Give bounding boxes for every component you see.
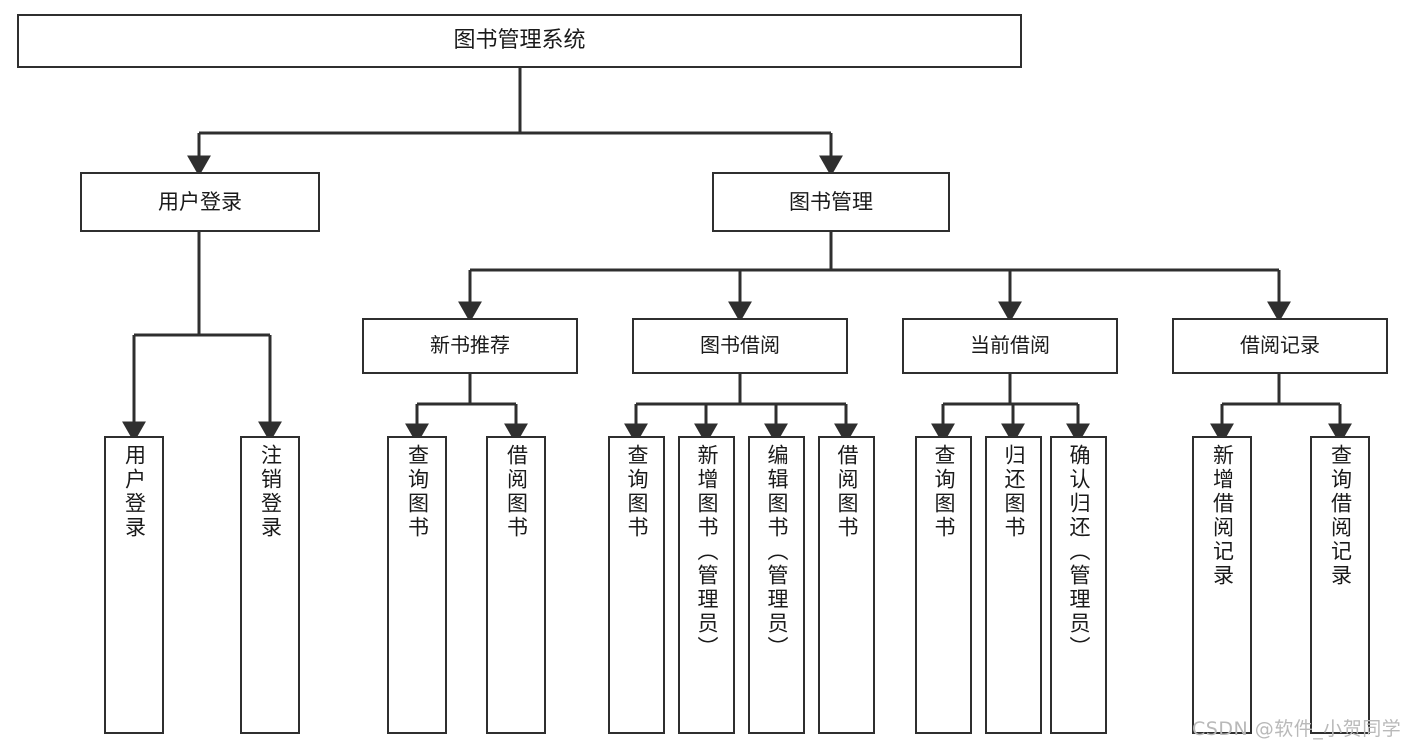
leaf-bookborrow-query-book[interactable]: 查询图书 [608, 436, 665, 734]
leaf-borrowrecord-add-record-label: 新增借阅记录 [1210, 444, 1235, 588]
leaf-bookborrow-add-book-label: 新增图书（管理员） [695, 444, 719, 660]
leaf-currentborrow-query-book-label: 查询图书 [932, 444, 956, 540]
leaf-bookborrow-query-book-label: 查询图书 [625, 444, 649, 540]
node-root-label: 图书管理系统 [453, 28, 586, 54]
leaf-bookborrow-borrow-book[interactable]: 借阅图书 [818, 436, 875, 734]
node-book-borrow-label: 图书借阅 [700, 333, 780, 358]
leaf-newbook-borrow-book[interactable]: 借阅图书 [486, 436, 546, 734]
node-current-borrow-label: 当前借阅 [970, 333, 1050, 358]
leaf-user-login-label: 用户登录 [122, 444, 147, 540]
node-root[interactable]: 图书管理系统 [17, 14, 1022, 68]
leaf-bookborrow-borrow-book-label: 借阅图书 [835, 444, 859, 540]
leaf-bookborrow-edit-book-label: 编辑图书（管理员） [765, 444, 789, 660]
leaf-currentborrow-return-book-label: 归还图书 [1002, 444, 1026, 540]
leaf-borrowrecord-query-record[interactable]: 查询借阅记录 [1310, 436, 1370, 734]
leaf-user-login[interactable]: 用户登录 [104, 436, 164, 734]
node-book-management-label: 图书管理 [789, 189, 873, 214]
leaf-currentborrow-confirm-return-label: 确认归还（管理员） [1067, 444, 1091, 660]
leaf-bookborrow-add-book[interactable]: 新增图书（管理员） [678, 436, 735, 734]
node-borrow-record[interactable]: 借阅记录 [1172, 318, 1388, 374]
node-borrow-record-label: 借阅记录 [1240, 333, 1320, 358]
node-book-management[interactable]: 图书管理 [712, 172, 950, 232]
leaf-currentborrow-return-book[interactable]: 归还图书 [985, 436, 1042, 734]
leaf-newbook-borrow-book-label: 借阅图书 [504, 444, 529, 540]
leaf-bookborrow-edit-book[interactable]: 编辑图书（管理员） [748, 436, 805, 734]
node-user-login[interactable]: 用户登录 [80, 172, 320, 232]
leaf-newbook-query-book[interactable]: 查询图书 [387, 436, 447, 734]
leaf-logout[interactable]: 注销登录 [240, 436, 300, 734]
leaf-borrowrecord-add-record[interactable]: 新增借阅记录 [1192, 436, 1252, 734]
leaf-currentborrow-query-book[interactable]: 查询图书 [915, 436, 972, 734]
leaf-currentborrow-confirm-return[interactable]: 确认归还（管理员） [1050, 436, 1107, 734]
leaf-borrowrecord-query-record-label: 查询借阅记录 [1328, 444, 1353, 588]
node-book-borrow[interactable]: 图书借阅 [632, 318, 848, 374]
watermark: CSDN @软件_小贺同学 [1192, 718, 1402, 740]
node-new-book-recommend-label: 新书推荐 [430, 333, 510, 358]
leaf-logout-label: 注销登录 [258, 444, 283, 540]
leaf-newbook-query-book-label: 查询图书 [405, 444, 430, 540]
node-current-borrow[interactable]: 当前借阅 [902, 318, 1118, 374]
node-user-login-label: 用户登录 [158, 189, 242, 214]
node-new-book-recommend[interactable]: 新书推荐 [362, 318, 578, 374]
